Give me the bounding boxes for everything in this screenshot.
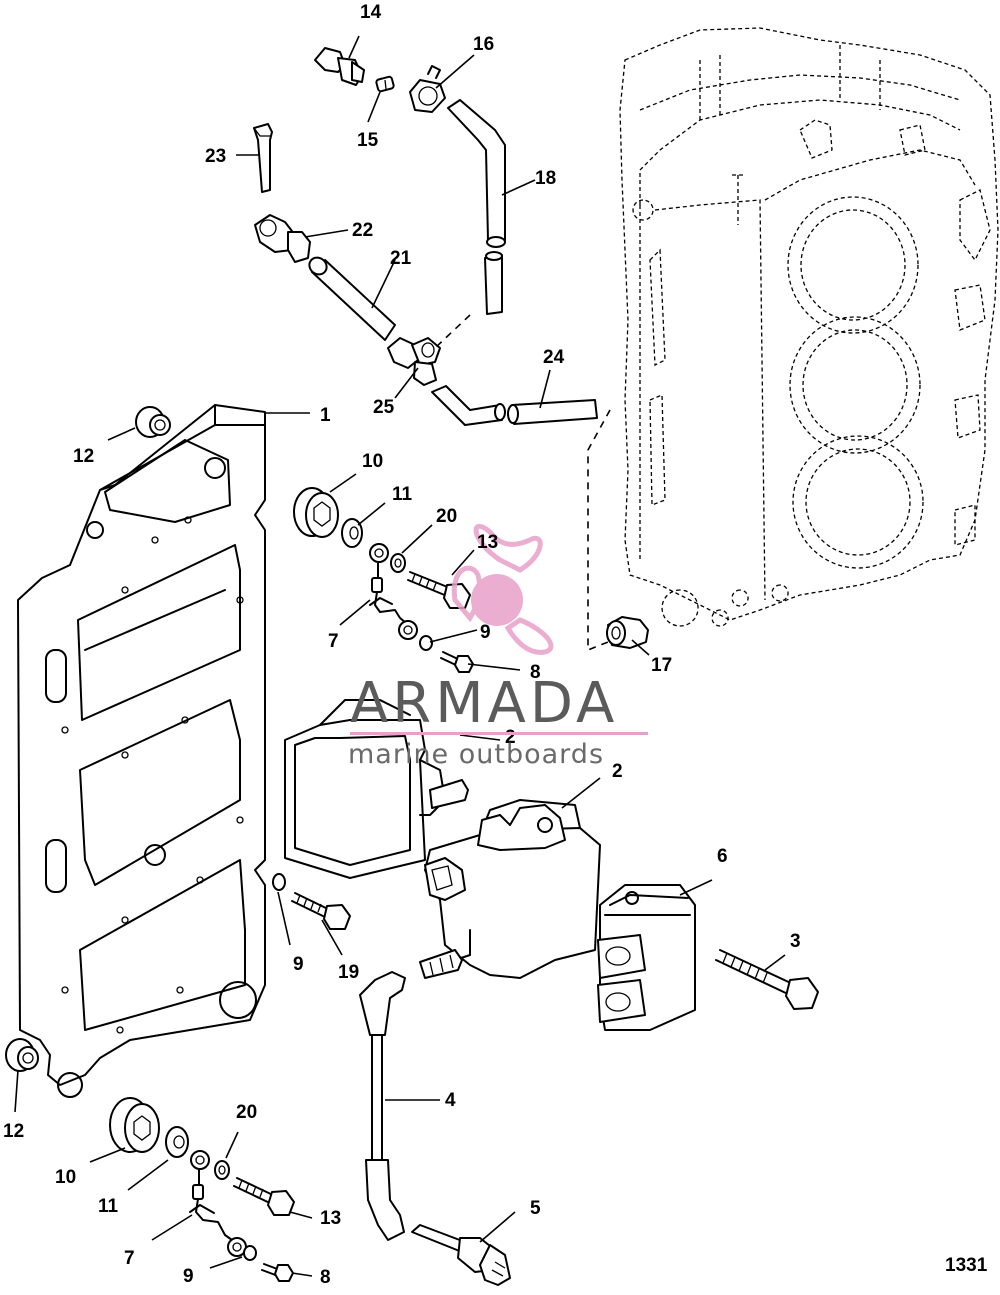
- callout-18: 18: [535, 168, 556, 189]
- spark-plug-lead: [359, 971, 406, 1241]
- washer-20-lower: [214, 1160, 230, 1180]
- spark-plug: [411, 1224, 511, 1286]
- callout-19: 19: [338, 962, 359, 983]
- fitting-15: [375, 75, 395, 93]
- watermark-rule: [350, 732, 648, 735]
- leader-lines: [14, 35, 786, 1277]
- callout-5: 5: [530, 1198, 541, 1219]
- temperature-sensor: [314, 47, 365, 86]
- fitting-17: [606, 616, 649, 649]
- callout-20-lower: 20: [236, 1102, 257, 1123]
- figure-number: 1331: [945, 1255, 988, 1276]
- callout-15: 15: [357, 130, 379, 151]
- callout-16: 16: [473, 34, 494, 55]
- engine-block-outline: [619, 27, 999, 627]
- dashed-link-hose: [434, 314, 471, 349]
- dashed-link-fitting: [587, 409, 611, 652]
- watermark-tagline: marine outboards: [348, 739, 604, 770]
- bolt-3: [715, 949, 819, 1010]
- grommet-top: [135, 406, 171, 438]
- watermark-brand: ARMADA: [350, 671, 618, 736]
- bolt-13-lower: [233, 1177, 295, 1216]
- washer-20-upper: [390, 553, 406, 573]
- propeller-icon: [451, 523, 554, 655]
- washer-lower: [165, 1126, 189, 1158]
- callout-3: 3: [790, 931, 801, 952]
- callout-24: 24: [543, 347, 565, 368]
- hose-18: [447, 99, 506, 315]
- callout-12-lower: 12: [3, 1121, 24, 1142]
- callout-17: 17: [651, 655, 672, 676]
- callout-7-upper: 7: [328, 631, 339, 652]
- washer-9-lower: [243, 1245, 257, 1261]
- callout-12-upper: 12: [73, 446, 94, 467]
- plug-lower: [109, 1097, 160, 1153]
- callout-1: 1: [320, 405, 331, 426]
- callout-8-upper: 8: [530, 662, 541, 683]
- ground-wire-upper: [369, 543, 418, 640]
- callout-10-lower: 10: [55, 1167, 76, 1188]
- callout-11-upper: 11: [392, 484, 413, 505]
- callout-20-upper: 20: [436, 506, 457, 527]
- watermark: ARMADA marine outboards: [348, 671, 648, 770]
- callout-10-upper: 10: [362, 451, 383, 472]
- tee-fitting: [387, 337, 441, 386]
- bolt-13-upper: [407, 571, 471, 609]
- washer-9-upper: [419, 635, 433, 651]
- callout-9-middle: 9: [293, 954, 304, 975]
- screw-8-upper: [440, 651, 474, 673]
- callout-11-lower: 11: [98, 1196, 119, 1217]
- callout-13-lower: 13: [320, 1208, 341, 1229]
- callout-23: 23: [205, 146, 226, 167]
- callout-14: 14: [360, 2, 382, 23]
- ignition-coil-upper: [284, 699, 469, 879]
- hose-clamp: [409, 65, 446, 113]
- washer-20-upper-hole: [394, 558, 402, 568]
- washer-9-middle: [272, 873, 286, 891]
- callout-2-watermark: 2: [505, 727, 516, 748]
- pin-23: [253, 123, 273, 193]
- ignition-module: [597, 884, 696, 1031]
- callout-9-lower: 9: [183, 1266, 194, 1287]
- callout-2-lower: 2: [612, 761, 623, 782]
- screw-8-lower: [261, 1263, 294, 1282]
- callout-9-upper: 9: [480, 622, 491, 643]
- hose-24: [431, 385, 598, 426]
- callout-8-lower: 8: [320, 1267, 331, 1288]
- callout-13-upper: 13: [477, 532, 498, 553]
- grommet-bottom: [5, 1038, 39, 1072]
- callout-labels: 1 2 2 2 3 4 5 6 7 7 8 8 9 9 9 10 10 11 1…: [3, 2, 801, 1288]
- callout-25: 25: [373, 397, 395, 418]
- callout-4: 4: [445, 1090, 456, 1111]
- washer-upper: [341, 518, 363, 548]
- ground-wire-lower: [189, 1150, 247, 1257]
- callout-6: 6: [717, 846, 728, 867]
- washer-20-lower-hole: [218, 1165, 226, 1175]
- plug-upper: [293, 487, 339, 538]
- bolt-19: [291, 892, 351, 930]
- callout-22: 22: [352, 220, 373, 241]
- callout-21: 21: [390, 248, 412, 269]
- hose-21: [308, 256, 396, 341]
- ignition-coil-lower: [419, 799, 601, 979]
- mounting-plate: [17, 404, 266, 1098]
- fitting-22: [254, 214, 311, 263]
- callout-7-lower: 7: [124, 1248, 135, 1269]
